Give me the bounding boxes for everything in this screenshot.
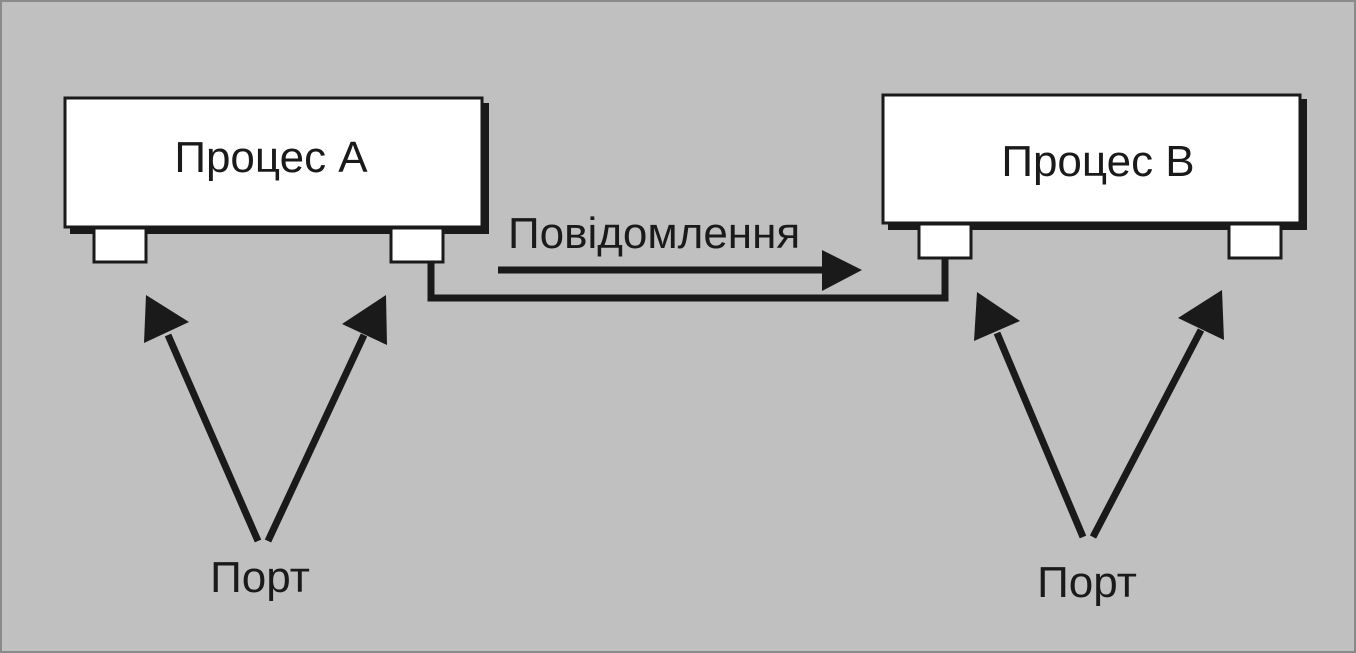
- left-pointer-head-1: [144, 295, 189, 343]
- right-port-label: Порт: [1037, 558, 1137, 607]
- process-a-label: Процес А: [174, 133, 368, 182]
- process-a-port-right: [389, 226, 445, 264]
- left-pointer-arrow-2: [264, 333, 368, 543]
- left-port-pointers: Порт: [144, 295, 387, 602]
- right-pointer-arrow-1: [993, 331, 1087, 539]
- left-pointer-head-2: [342, 295, 387, 345]
- process-b-label: Процес В: [1001, 137, 1194, 186]
- right-pointer-head-1: [974, 292, 1020, 341]
- message-edge: Повідомлення: [498, 209, 862, 291]
- process-a-node: Процес А: [63, 96, 489, 234]
- left-pointer-arrow-1: [164, 333, 262, 543]
- process-b-port-left: [917, 222, 973, 260]
- message-label: Повідомлення: [508, 209, 800, 258]
- right-pointer-arrow-2: [1089, 328, 1205, 539]
- process-b-node: Процес В: [881, 93, 1307, 230]
- process-a-port-left: [92, 226, 148, 264]
- left-port-label: Порт: [210, 553, 310, 602]
- channel-connector: [427, 258, 949, 302]
- message-arrowhead: [822, 250, 862, 291]
- process-b-box: [881, 93, 1302, 225]
- process-b-port-right: [1227, 222, 1283, 260]
- right-pointer-head-2: [1178, 290, 1224, 340]
- process-a-box: [63, 96, 484, 229]
- right-port-pointers: Порт: [974, 290, 1224, 607]
